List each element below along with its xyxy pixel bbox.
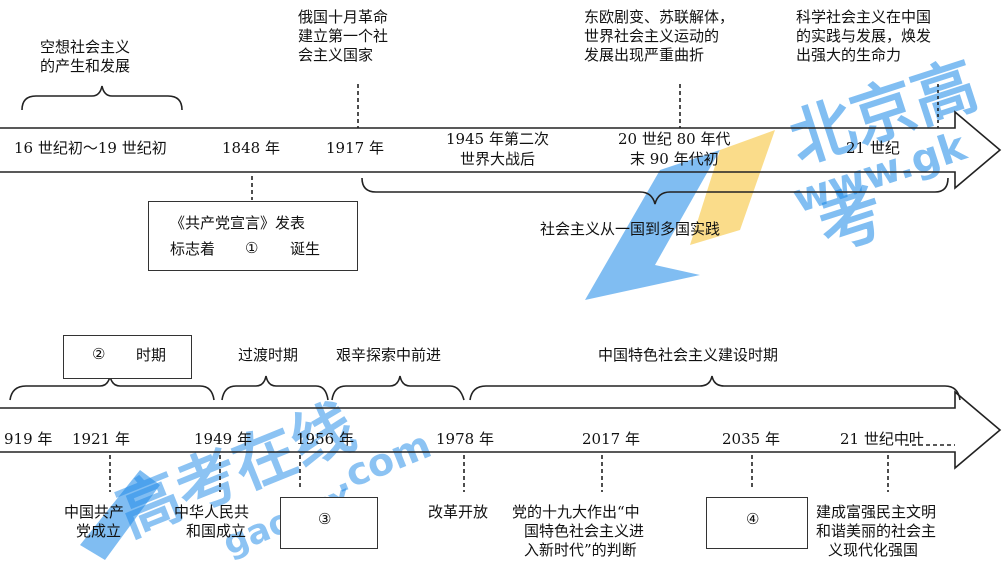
label-cpc-founded: 中国共产党成立 — [64, 503, 125, 540]
manifesto-box-suffix: 诞生 — [290, 240, 321, 258]
label-transition-period: 过渡时期 — [238, 346, 299, 364]
timeline2-brace-exploration — [331, 375, 465, 401]
timeline2-brace-period2 — [9, 375, 215, 401]
label-eastern-europe: 东欧剧变、苏联解体，世界社会主义运动的发展出现严重曲折 — [584, 8, 735, 64]
tick-1945: 1945 年第二次 — [446, 130, 549, 148]
tick-21c-mid: 21 世纪中叶 — [840, 430, 924, 448]
manifesto-box-prefix: 标志着 — [170, 240, 216, 258]
blank-2: ② — [92, 345, 106, 363]
label-reform-opening: 改革开放 — [428, 503, 489, 521]
tick-2017: 2017 年 — [582, 430, 640, 448]
tick-1919: 919 年 — [4, 430, 53, 448]
watermark-shape-blue — [585, 150, 720, 300]
manifesto-box — [148, 201, 358, 271]
tick-1980s-line2: 末 90 年代初 — [630, 150, 719, 168]
manifesto-box-line1: 《共产党宣言》发表 — [170, 214, 306, 232]
tick-1980s: 20 世纪 80 年代 — [618, 130, 731, 148]
period-2-box — [63, 335, 192, 379]
timeline1-arrow — [0, 110, 1002, 190]
timeline2-brace-socialism-cc — [469, 375, 961, 401]
timeline2-brace-transition — [221, 375, 329, 401]
tick-1956: 1956 年 — [296, 430, 354, 448]
tick-21c: 21 世纪 — [846, 139, 900, 157]
label-modern-socialist-country: 建成富强民主文明和谐美丽的社会主义现代化强国 — [816, 503, 937, 559]
blank-3-box — [280, 497, 378, 549]
tick-2035: 2035 年 — [722, 430, 780, 448]
blank-3: ③ — [318, 510, 332, 528]
label-china-practice: 科学社会主义在中国的实践与发展，焕发出强大的生命力 — [796, 8, 932, 64]
watermark-shape-yellow — [690, 130, 775, 245]
label-19th-congress: 党的十九大作出“中国特色社会主义进入新时代”的判断 — [512, 503, 645, 559]
label-hard-exploration: 艰辛探索中前进 — [336, 346, 442, 364]
label-prc-founded: 中华人民共和国成立 — [174, 503, 250, 540]
timeline1-brace-multicountry — [361, 177, 949, 205]
tick-1848: 1848 年 — [222, 139, 280, 157]
blank-4: ④ — [746, 510, 760, 528]
blank-1: ① — [245, 239, 259, 257]
watermark-shape-blue-2 — [80, 470, 160, 560]
timeline2-arrow — [0, 390, 1002, 470]
tick-1949: 1949 年 — [194, 430, 252, 448]
tick-1945-line2: 世界大战后 — [460, 150, 536, 168]
tick-1978: 1978 年 — [436, 430, 494, 448]
label-socialism-cc-period: 中国特色社会主义建设时期 — [598, 346, 779, 364]
tick-1921: 1921 年 — [72, 430, 130, 448]
label-october-revolution: 俄国十月革命建立第一个社会主义国家 — [298, 8, 389, 64]
timeline1-brace-utopian — [21, 85, 183, 111]
label-utopian-socialism: 空想社会主义的产生和发展 — [40, 38, 131, 75]
brace-label-multicountry: 社会主义从一国到多国实践 — [540, 220, 721, 238]
period-2-suffix: 时期 — [136, 346, 167, 364]
tick-16c-19c: 16 世纪初～19 世纪初 — [14, 139, 167, 157]
tick-1917: 1917 年 — [326, 139, 384, 157]
blank-4-box — [706, 497, 808, 549]
